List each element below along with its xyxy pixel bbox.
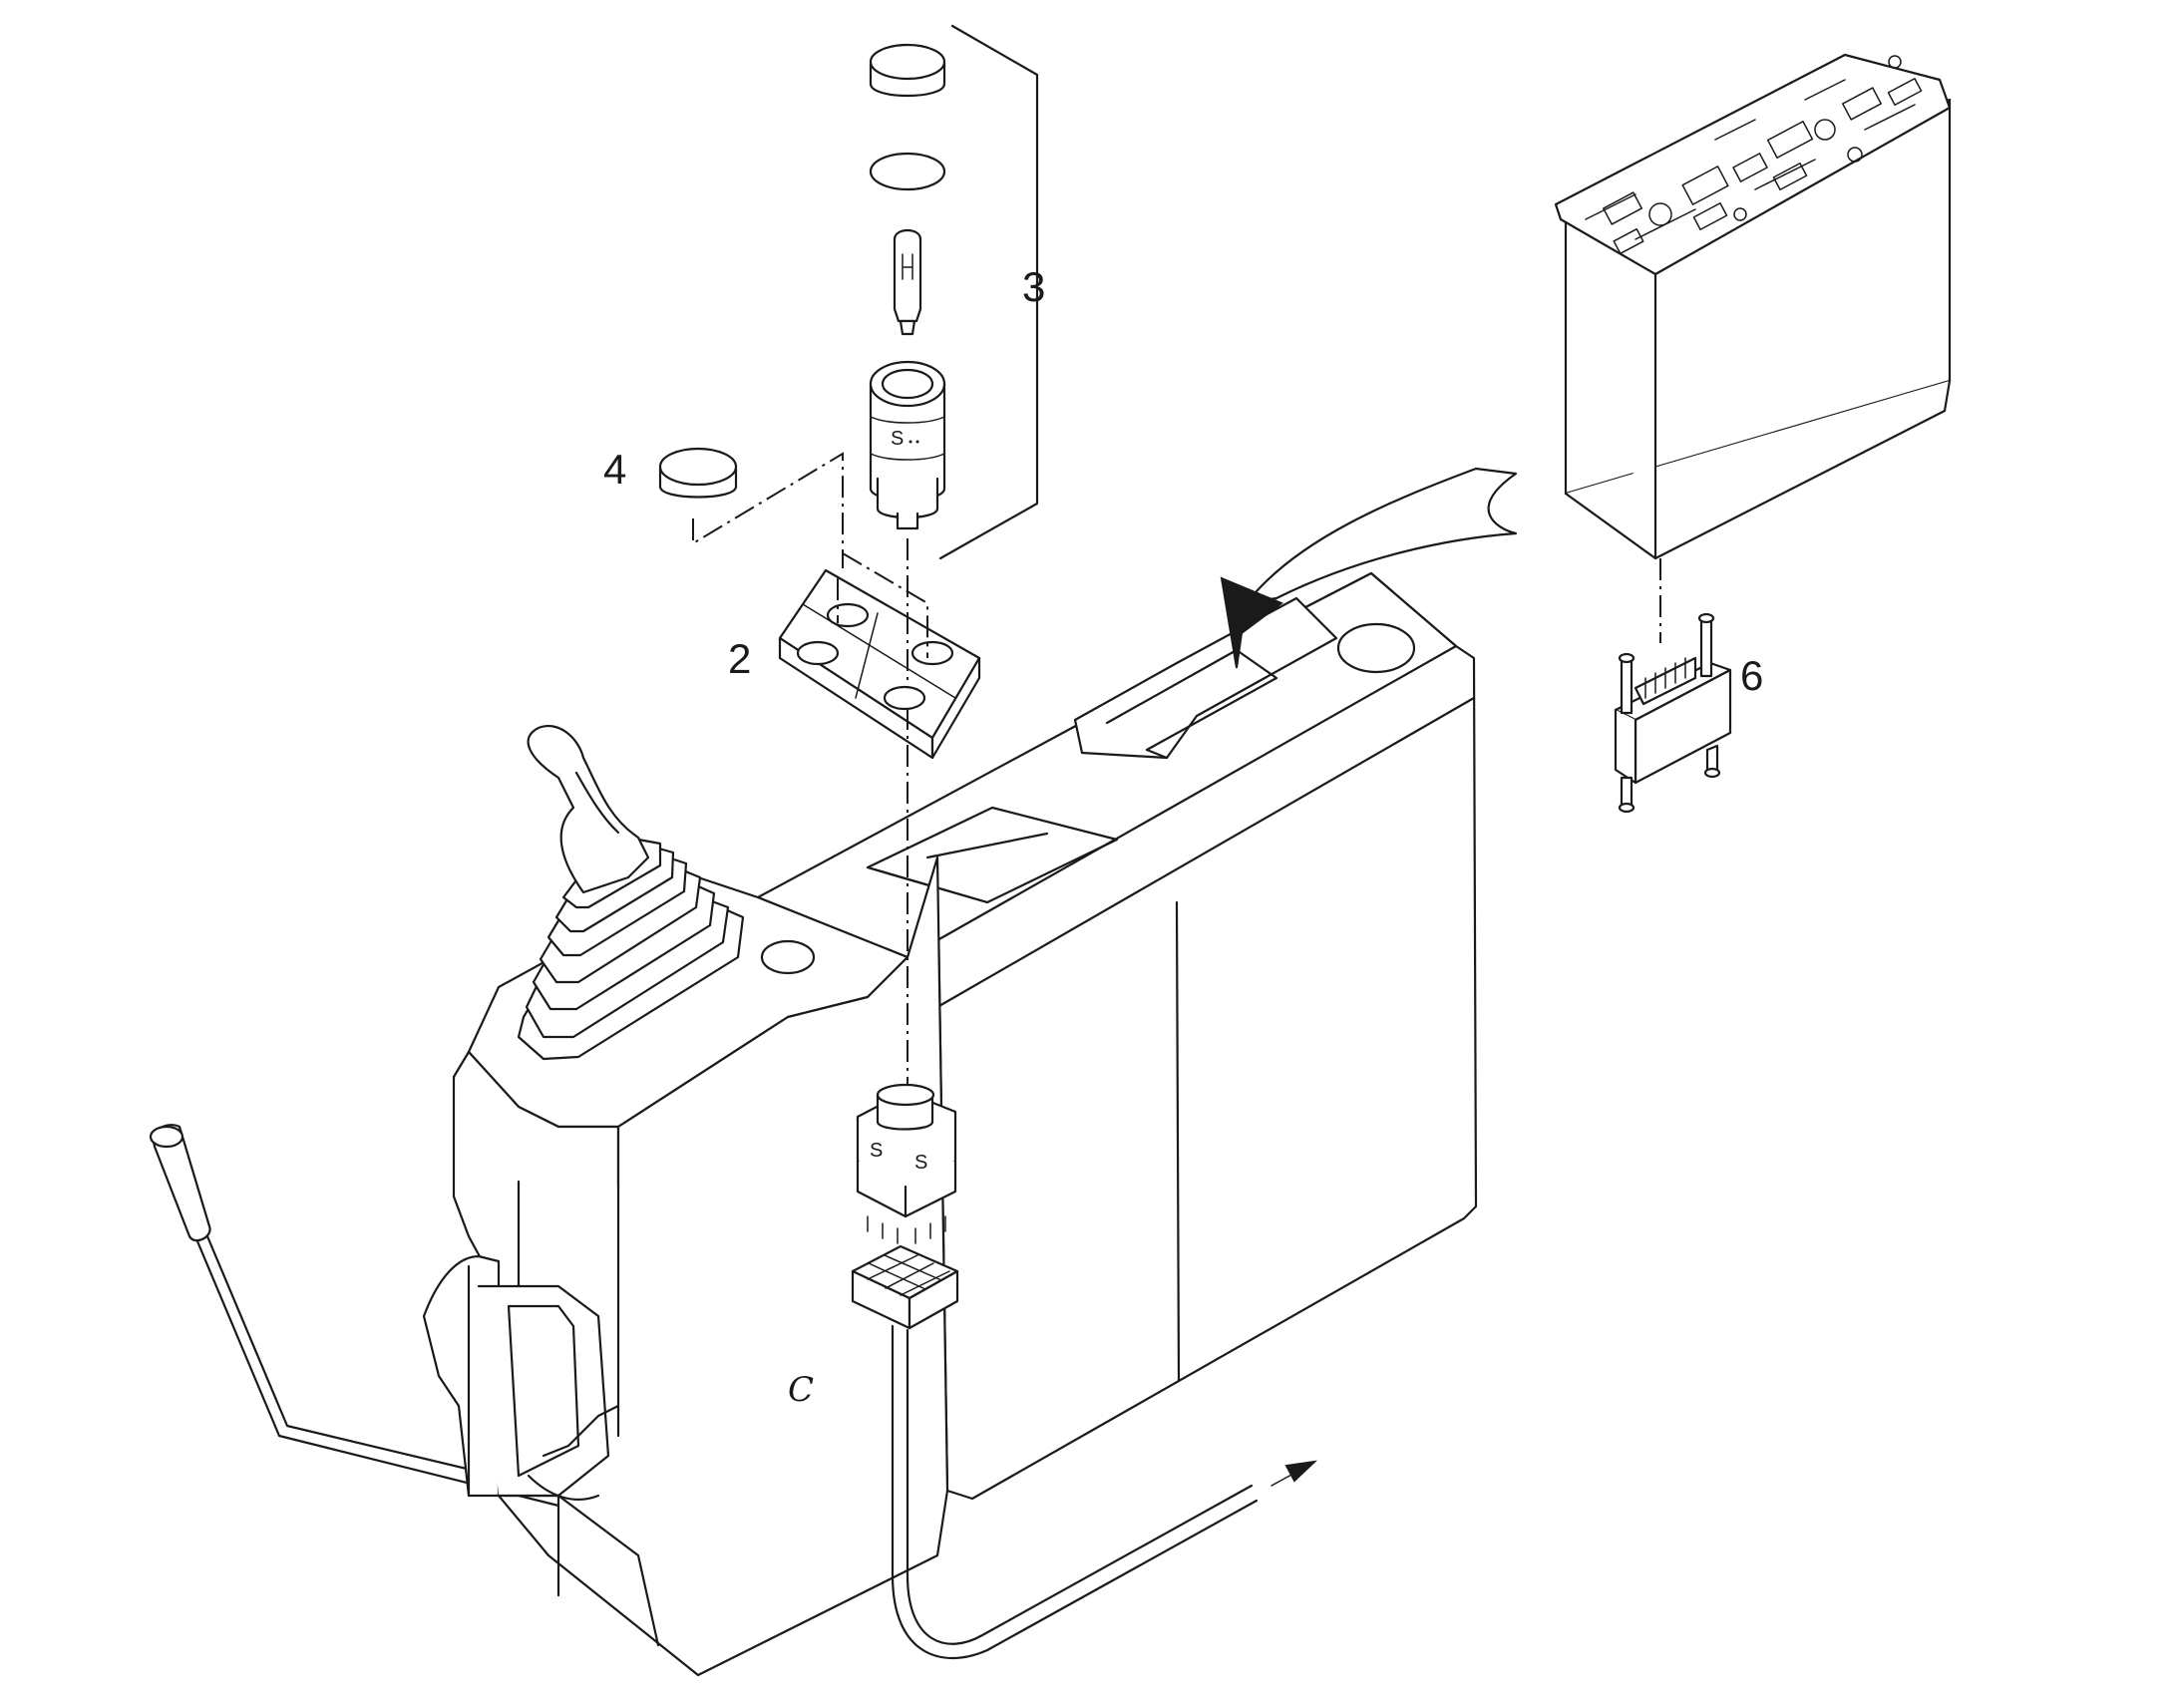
switch-body-letter: S — [891, 428, 904, 450]
electronic-unit — [1554, 53, 1952, 560]
switch-body: S — [869, 360, 946, 530]
o-ring — [869, 152, 946, 191]
mounting-plate — [778, 568, 981, 760]
switch-base-letter-right: S — [914, 1152, 927, 1174]
side-lever — [149, 1124, 620, 1508]
switch-base: S S — [856, 1083, 957, 1244]
lens-cap — [869, 43, 946, 98]
insertion-arrow — [1220, 467, 1518, 669]
bulb — [893, 228, 922, 336]
blanking-plug — [658, 447, 738, 499]
cable-direction-arrow — [1271, 1460, 1317, 1487]
cable — [891, 1324, 1259, 1659]
switch-base-letter-left: S — [870, 1140, 883, 1162]
callout-3-assembly: S — [869, 24, 1039, 560]
leader-4 — [692, 452, 844, 568]
callout-2: 2 — [728, 635, 751, 682]
console-housing: C — [452, 571, 1478, 1677]
plug-connector-6 — [1614, 612, 1732, 814]
callout-6: 6 — [1740, 652, 1763, 699]
joystick — [517, 725, 745, 1061]
pcb-components — [1585, 55, 1923, 255]
callout-3: 3 — [1022, 263, 1045, 310]
console-side-mark: C — [788, 1370, 814, 1410]
grid-connector — [851, 1244, 959, 1330]
callout-4: 4 — [603, 446, 626, 493]
